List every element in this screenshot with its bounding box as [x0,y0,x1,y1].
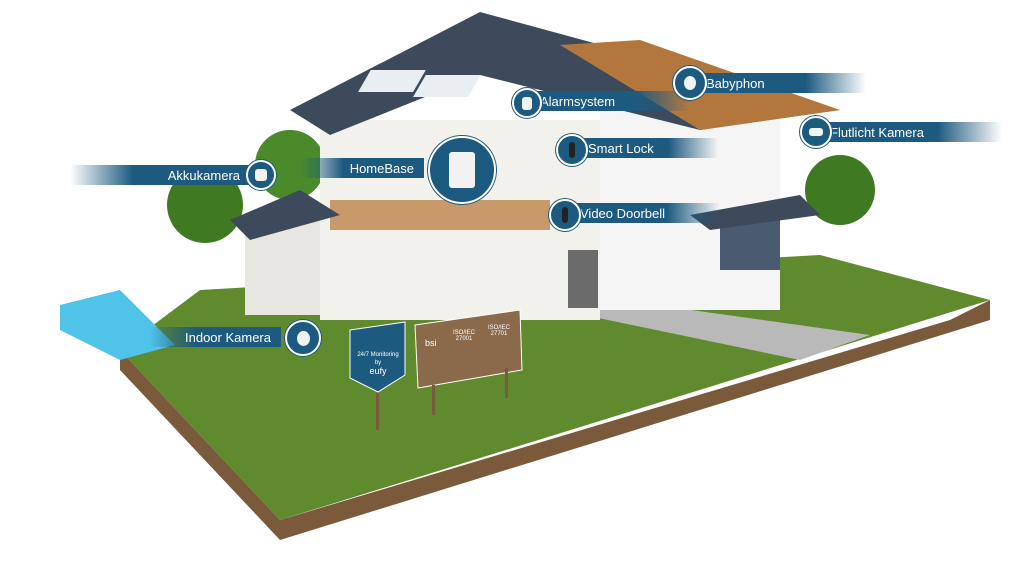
garage-roof [690,195,820,230]
label-video-doorbell[interactable]: Video Doorbell [568,203,720,223]
monitoring-shield [349,321,406,393]
sign-post [376,385,379,430]
sign-post [432,385,435,415]
video-doorbell-icon[interactable] [549,199,581,231]
label-smart-lock[interactable]: Smart Lock [576,138,718,158]
tree [167,167,243,243]
homebase-icon[interactable] [428,136,496,204]
eufy-logo: eufy [369,366,387,376]
label-indoor-kamera[interactable]: Indoor Kamera [150,327,281,347]
skylight [358,70,426,92]
floodlight-camera-icon[interactable] [800,116,832,148]
monitoring-text: 24/7 Monitoring [357,352,399,358]
label-flutlicht-kamera[interactable]: Flutlicht Kamera [818,122,1002,142]
by-text: by [374,360,382,366]
interior-floor [330,200,550,230]
certificate-board [414,309,523,389]
iso-27001: ISO/IEC 27001 [452,330,475,342]
label-akkukamera[interactable]: Akkukamera [70,165,250,185]
baby-monitor-icon[interactable] [673,66,707,100]
bsi-logo: bsi [425,338,437,348]
tree [805,155,875,225]
label-babyphon[interactable]: Babyphon [694,73,866,93]
path [560,300,870,360]
side-roof [230,190,340,240]
label-alarmsystem[interactable]: Alarmsystem [528,91,690,111]
smart-lock-icon[interactable] [556,134,588,166]
pool [60,290,175,360]
battery-camera-icon[interactable] [246,160,276,190]
indoor-camera-icon[interactable] [285,320,321,356]
alarm-keypad-icon[interactable] [512,88,542,118]
skylight [413,75,481,97]
lawn [120,255,990,520]
sign-post [505,368,508,398]
front-door [568,250,598,308]
label-homebase[interactable]: HomeBase [300,158,424,178]
iso-27701: ISO/IEC 27701 [487,325,510,337]
garage-door [720,220,780,270]
